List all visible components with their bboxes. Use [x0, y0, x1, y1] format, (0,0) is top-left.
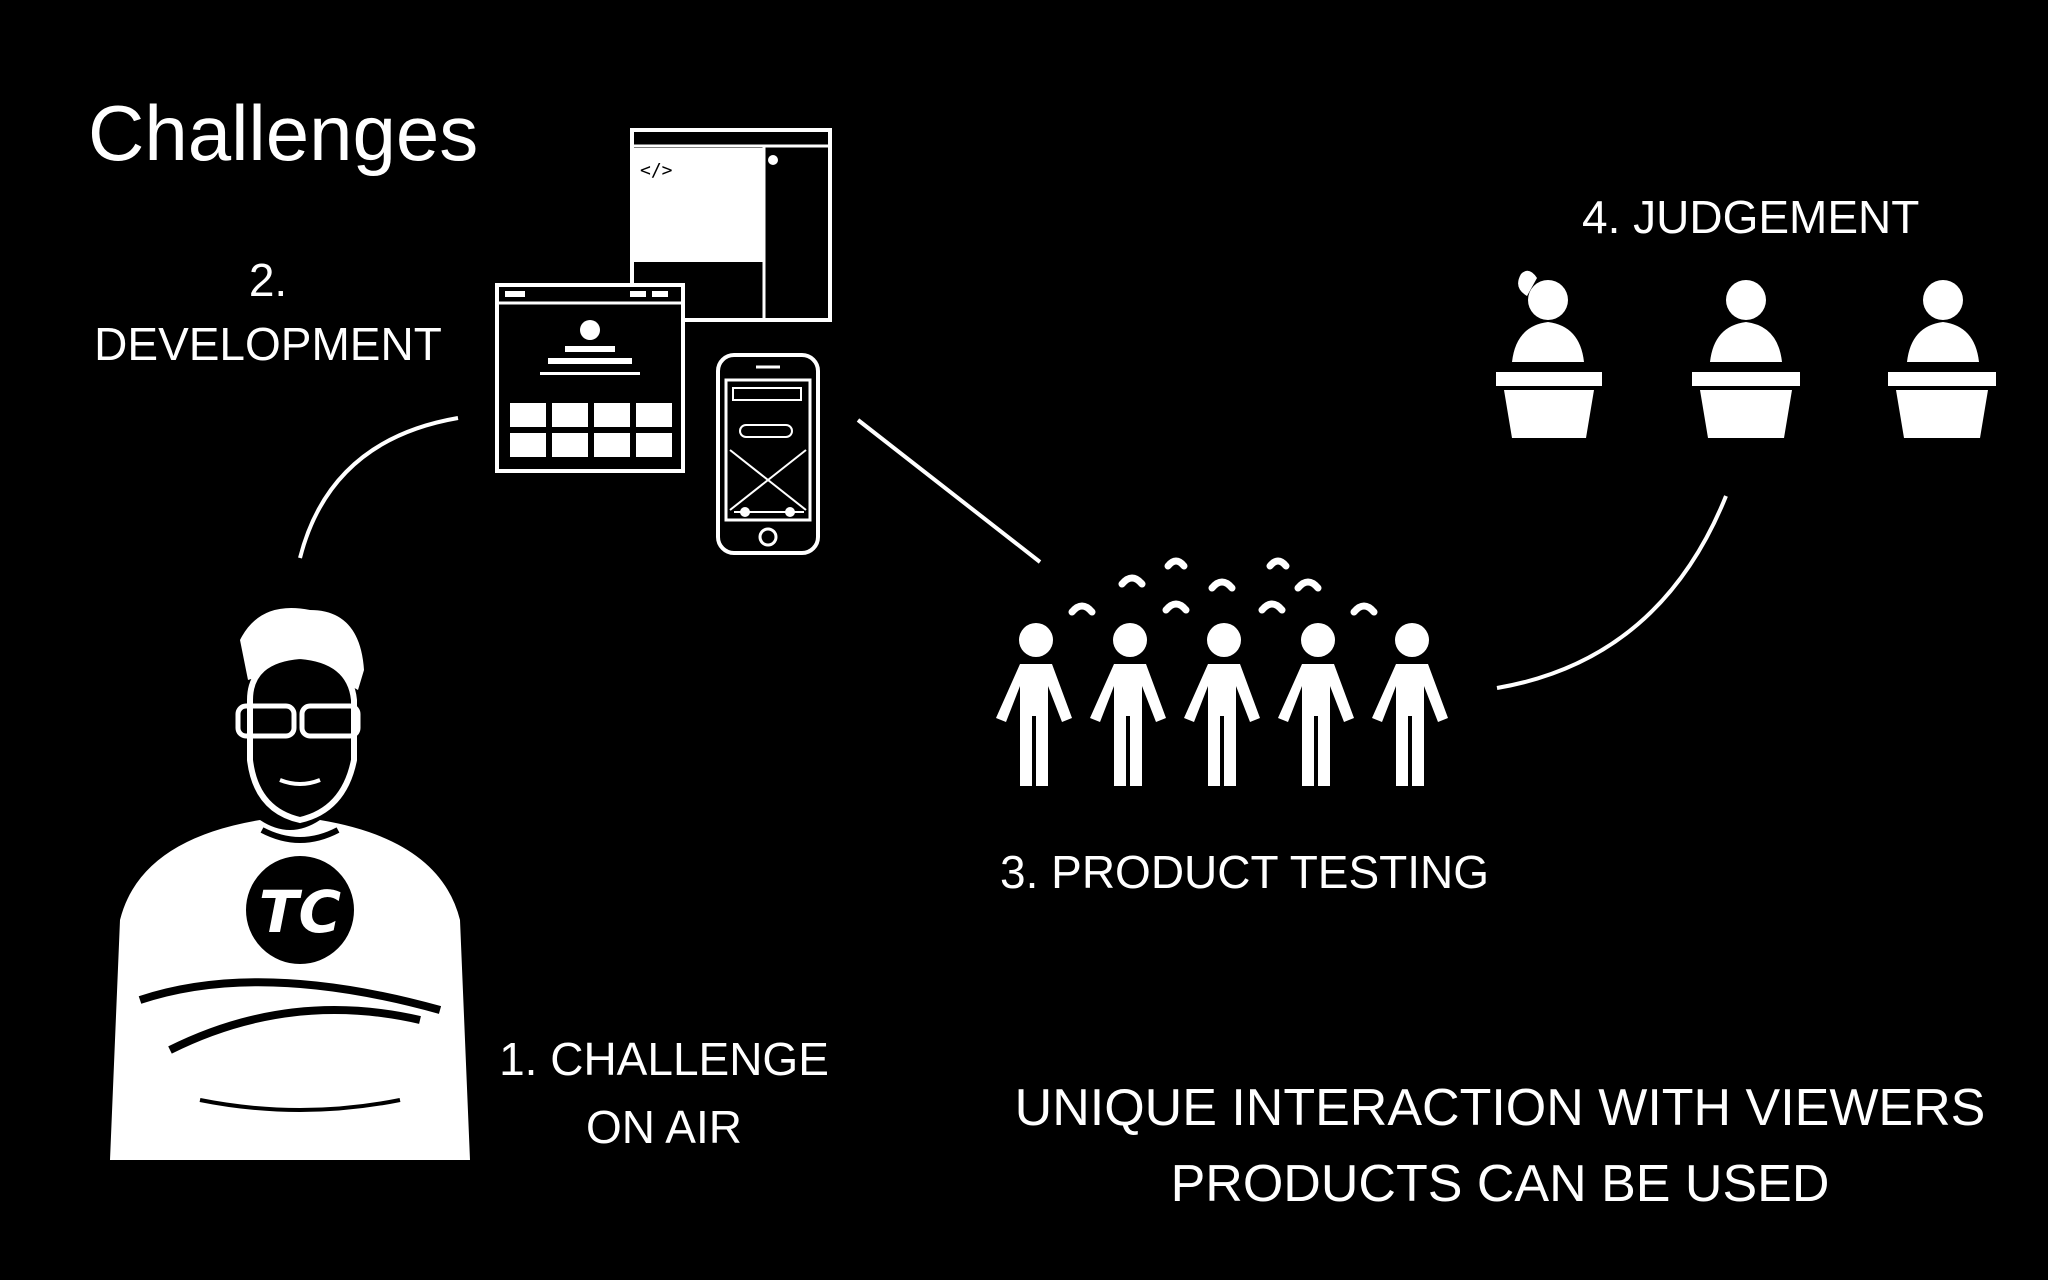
- connector-challenge-to-development: [298, 416, 459, 559]
- judge-male-icon: [1888, 280, 1996, 438]
- mascot-badge-text: TC: [259, 878, 341, 946]
- stage-development-number: 2.: [248, 254, 288, 306]
- judge-male-icon: [1692, 280, 1800, 438]
- tester-crowd: [996, 557, 1448, 786]
- tester-person-icon: [1372, 623, 1448, 786]
- tagline-line2: PRODUCTS CAN BE USED: [1170, 1155, 1830, 1213]
- signal-arcs: [1068, 557, 1378, 616]
- tester-person-icon: [1184, 623, 1260, 786]
- stage-judgement-label: 4. JUDGEMENT: [1582, 191, 1920, 243]
- code-tag: </>: [640, 160, 673, 181]
- mascot-figure: TC: [110, 608, 470, 1160]
- website-wireframe-icon: [495, 283, 685, 473]
- stage-product-testing-label: 3. PRODUCT TESTING: [1000, 846, 1490, 898]
- tagline: UNIQUE INTERACTION WITH VIEWERS PRODUCTS…: [1000, 1070, 2000, 1222]
- judge-female-icon: [1496, 270, 1602, 438]
- phone-wireframe-icon: [716, 353, 820, 555]
- tester-person-icon: [1090, 623, 1166, 786]
- stage-challenge-line1: 1. CHALLENGE: [499, 1033, 829, 1085]
- tester-person-icon: [996, 623, 1072, 786]
- stage-development-label: 2. DEVELOPMENT: [88, 248, 448, 376]
- stage-challenge-line2: ON AIR: [586, 1101, 742, 1153]
- connector-testing-to-judgement: [1496, 495, 1728, 690]
- tagline-line1: UNIQUE INTERACTION WITH VIEWERS: [1014, 1079, 1986, 1137]
- slide-title: Challenges: [88, 89, 479, 177]
- connector-development-to-testing: [856, 418, 1042, 564]
- code-window-icon: </>: [630, 128, 832, 322]
- stage-challenge-label: 1. CHALLENGE ON AIR: [494, 1025, 834, 1161]
- tester-person-icon: [1278, 623, 1354, 786]
- judge-panel: [1496, 270, 1996, 438]
- stage-development-text: DEVELOPMENT: [94, 318, 442, 370]
